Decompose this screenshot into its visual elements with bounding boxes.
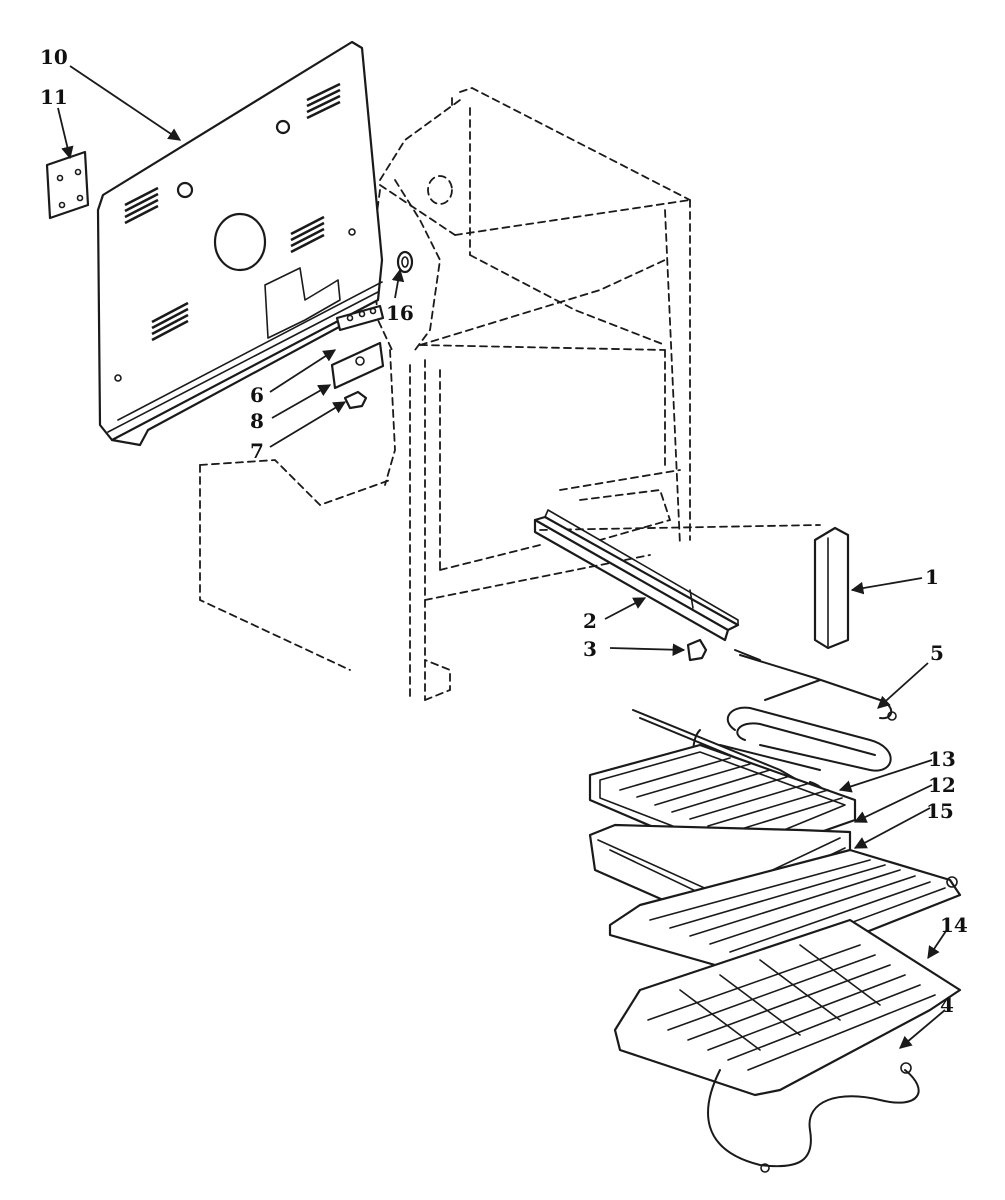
grommet — [396, 250, 414, 274]
terminal-block — [335, 304, 385, 332]
label-8: 8 — [250, 409, 264, 433]
oven-rack-lower — [613, 918, 962, 1173]
wire-clip — [343, 390, 368, 410]
vent-top-right — [306, 82, 341, 120]
leader-lines — [57, 65, 949, 1049]
side-rail — [533, 509, 740, 642]
callout-labels: 10 11 16 6 8 7 2 3 1 5 13 12 15 14 4 — [40, 45, 968, 1017]
label-5: 5 — [930, 641, 944, 665]
label-3: 3 — [583, 637, 597, 661]
label-4: 4 — [940, 993, 954, 1017]
mounting-bracket — [330, 341, 385, 390]
back-panel — [96, 40, 384, 447]
vent-middle — [290, 215, 325, 254]
label-1: 1 — [925, 565, 939, 589]
vent-left — [124, 186, 159, 225]
side-trim — [813, 526, 850, 650]
label-6: 6 — [250, 383, 264, 407]
rail-clip — [686, 638, 708, 662]
label-11: 11 — [40, 85, 68, 109]
label-16: 16 — [386, 301, 414, 325]
label-14: 14 — [940, 913, 968, 937]
label-7: 7 — [250, 439, 264, 463]
vent-bottom-left — [151, 301, 189, 342]
cover-plate — [45, 150, 90, 220]
label-2: 2 — [583, 609, 597, 633]
label-10: 10 — [40, 45, 68, 69]
label-13: 13 — [928, 747, 956, 771]
label-12: 12 — [928, 773, 956, 797]
label-15: 15 — [926, 799, 954, 823]
